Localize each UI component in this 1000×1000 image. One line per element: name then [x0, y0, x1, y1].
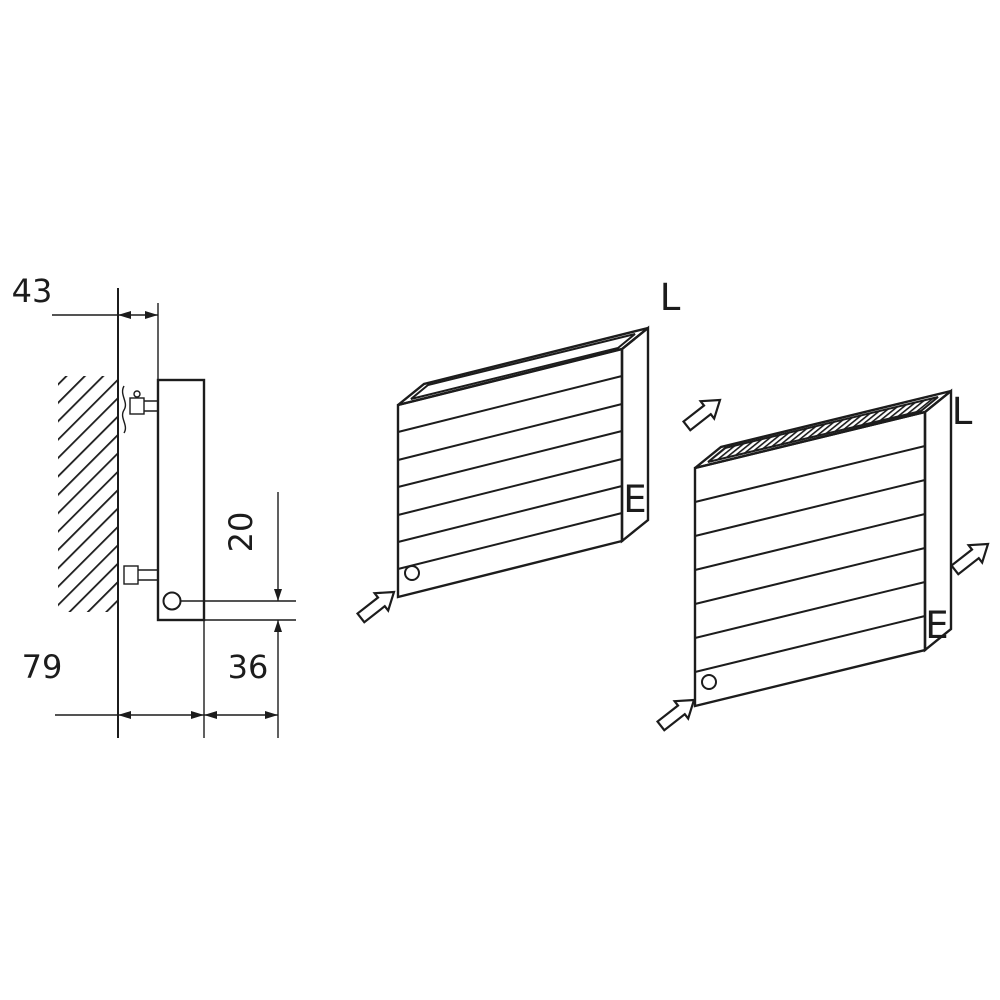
flow-arrow-icon [355, 590, 396, 624]
flow-arrow-icon [655, 698, 696, 732]
wall-plug-squiggle [121, 385, 127, 434]
side-face [620, 325, 650, 544]
mounting-bracket-top [121, 385, 158, 434]
bracket-body [123, 565, 139, 585]
arrowhead-icon [118, 311, 131, 319]
arrowhead-icon [274, 620, 282, 632]
drain-plug-circle [701, 674, 717, 690]
front-slats [397, 375, 623, 570]
radiator-grille-top: L E [693, 388, 973, 708]
top-grille [707, 396, 939, 463]
front-slats [694, 445, 926, 673]
dimension-43: 43 [12, 272, 159, 380]
dim-36-label: 36 [228, 648, 269, 686]
side-face [923, 388, 953, 653]
arrowhead-icon [118, 711, 131, 719]
drain-plug-circle [404, 565, 420, 581]
flow-arrow-icon [681, 398, 722, 432]
pipe-connection-circle [162, 591, 182, 611]
dim-20-label: 20 [222, 512, 260, 553]
arrowhead-icon [191, 711, 204, 719]
flow-arrows [355, 398, 990, 732]
label-L: L [660, 276, 681, 319]
mounting-bracket-bottom [123, 565, 158, 585]
dimension-79: 79 [22, 620, 205, 738]
wall-hatch [58, 376, 118, 612]
label-E: E [925, 604, 948, 647]
bracket-screw-icon [133, 390, 141, 398]
arrowhead-icon [265, 711, 278, 719]
top-opening-rim [410, 333, 636, 400]
dim-43-label: 43 [12, 272, 53, 310]
label-L: L [952, 390, 973, 433]
bracket-body [129, 397, 145, 415]
arrowhead-icon [145, 311, 158, 319]
arrowhead-icon [274, 589, 282, 601]
bracket-hooks [144, 400, 158, 412]
radiator-open-top: L E [396, 276, 681, 599]
flow-arrow-icon [949, 542, 990, 576]
label-E: E [623, 478, 646, 521]
side-view: 43 20 79 36 [12, 272, 296, 738]
dimension-36: 36 [204, 648, 278, 719]
bracket-hooks [138, 569, 158, 581]
arrowhead-icon [204, 711, 217, 719]
radiator-side-profile [156, 378, 206, 622]
dim-79-label: 79 [22, 648, 63, 686]
dimension-20: 20 [222, 492, 282, 738]
